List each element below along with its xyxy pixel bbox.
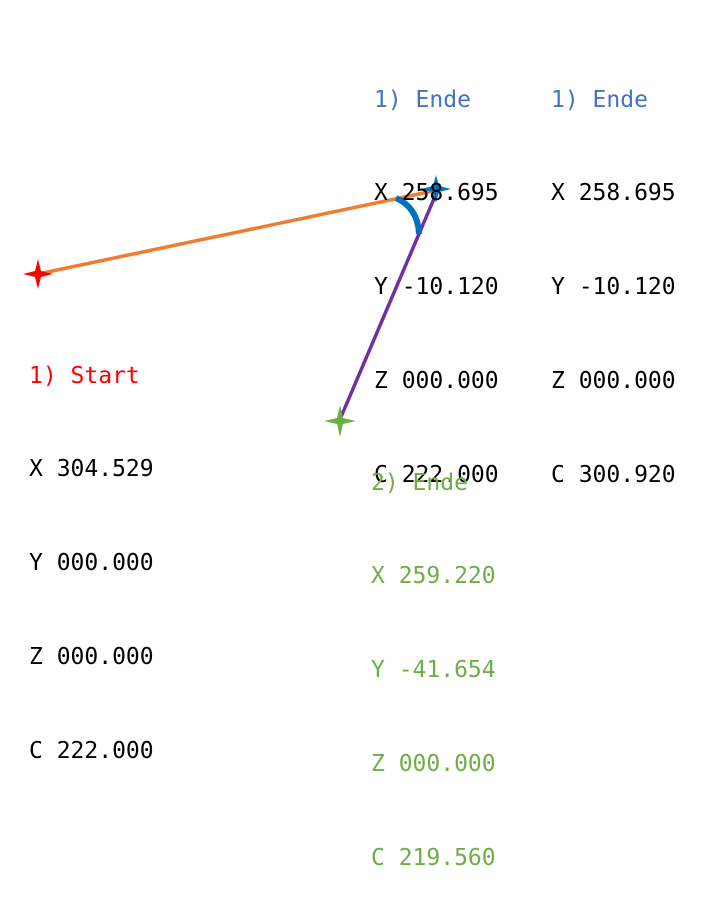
start-c-value: C 222.000 <box>29 738 154 765</box>
end2-c-value: C 219.560 <box>371 845 496 872</box>
end1-rotated-title: 1) Ende <box>551 86 648 113</box>
end1-rotated-c-value: C 300.920 <box>551 462 676 489</box>
angle-arc <box>394 195 422 235</box>
end1-c-value: C 222.000 <box>374 462 499 489</box>
end1-rotated-y-value: Y -10.120 <box>551 274 676 301</box>
end1-rotated-z-value: Z 000.000 <box>551 368 676 395</box>
end2-x-value: X 259.220 <box>371 563 496 590</box>
start-z-value: Z 000.000 <box>29 644 154 671</box>
end2-title: 2) Ende <box>371 469 468 496</box>
start-point-coordinates: 1) Start X 304.529 Y 000.000 Z 000.000 C… <box>29 298 154 799</box>
path-diagram <box>23 175 451 437</box>
start-y-value: Y 000.000 <box>29 550 154 577</box>
end2-y-value: Y -41.654 <box>371 657 496 684</box>
end2-point-marker <box>324 405 356 437</box>
end1-rotated-x-value: X 258.695 <box>551 180 676 207</box>
end1-title: 1) Ende <box>374 86 471 113</box>
end1-coordinates-rotated: 1) Ende X 258.695 Y -10.120 Z 000.000 C … <box>551 22 676 523</box>
end1-z-value: Z 000.000 <box>374 368 499 395</box>
start-x-value: X 304.529 <box>29 456 154 483</box>
end1-x-value: X 258.695 <box>374 180 499 207</box>
end1-coordinates-primary: 1) Ende X 258.695 Y -10.120 Z 000.000 C … <box>374 22 499 523</box>
end2-point-coordinates: 2) Ende X 259.220 Y -41.654 Z 000.000 C … <box>371 405 496 906</box>
end2-z-value: Z 000.000 <box>371 751 496 778</box>
end1-y-value: Y -10.120 <box>374 274 499 301</box>
segment-start-to-end1 <box>36 189 435 276</box>
start-point-marker <box>23 259 53 289</box>
end1-point-marker <box>421 175 451 203</box>
start-title: 1) Start <box>29 362 140 389</box>
